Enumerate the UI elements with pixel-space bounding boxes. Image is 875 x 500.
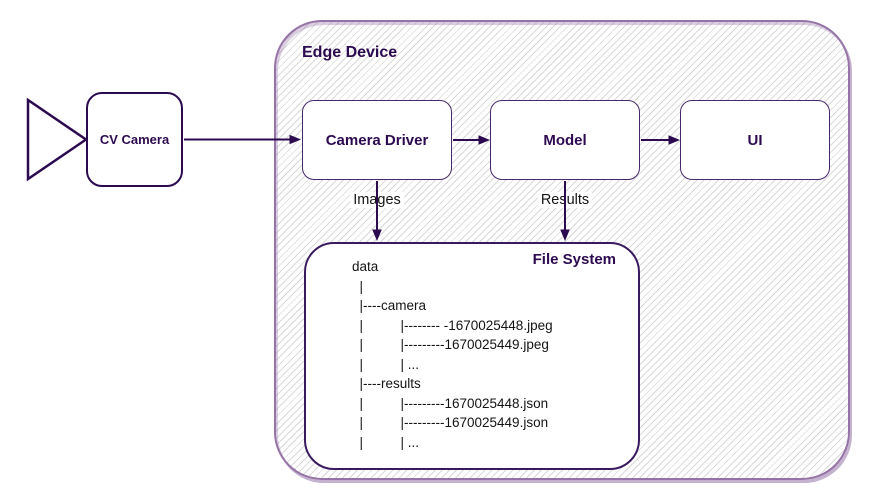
tree-line-ellipsis-1: | | ... xyxy=(352,356,420,372)
node-cv-camera: CV Camera xyxy=(86,92,183,187)
node-model-label: Model xyxy=(543,131,587,149)
tree-line-json-2: | |---------1670025449.json xyxy=(352,415,549,430)
edge-label-images: Images xyxy=(350,192,404,208)
node-ui: UI xyxy=(680,100,830,180)
node-ui-label: UI xyxy=(747,131,763,149)
node-model: Model xyxy=(490,100,640,180)
file-tree: data | |----camera | |-------- -16700254… xyxy=(352,257,553,452)
file-system-title: File System xyxy=(532,251,616,268)
tree-line-jpeg-2: | |---------1670025449.jpeg xyxy=(352,337,549,352)
edge-device-title: Edge Device xyxy=(302,44,398,61)
tree-line-jpeg-1: | |-------- -1670025448.jpeg xyxy=(352,317,553,333)
camera-lens-triangle-icon xyxy=(26,97,89,182)
tree-line-data: data xyxy=(352,259,379,274)
tree-line-json-1: | |---------1670025448.json xyxy=(352,395,549,411)
node-camera-driver-label: Camera Driver xyxy=(325,131,429,149)
node-camera-driver: Camera Driver xyxy=(302,100,452,180)
edge-device-container: Edge Device Camera Driver Model UI File … xyxy=(274,20,850,480)
node-cv-camera-label: CV Camera xyxy=(99,132,170,147)
edge-label-results: Results xyxy=(537,192,593,208)
tree-line-ellipsis-2: | | ... xyxy=(352,434,420,450)
tree-line-results-dir: |----results xyxy=(352,376,421,391)
file-system-box: File System data | |----camera | |------… xyxy=(304,242,640,470)
tree-line-pipe: | xyxy=(352,278,364,294)
tree-line-camera-dir: |----camera xyxy=(352,298,427,313)
